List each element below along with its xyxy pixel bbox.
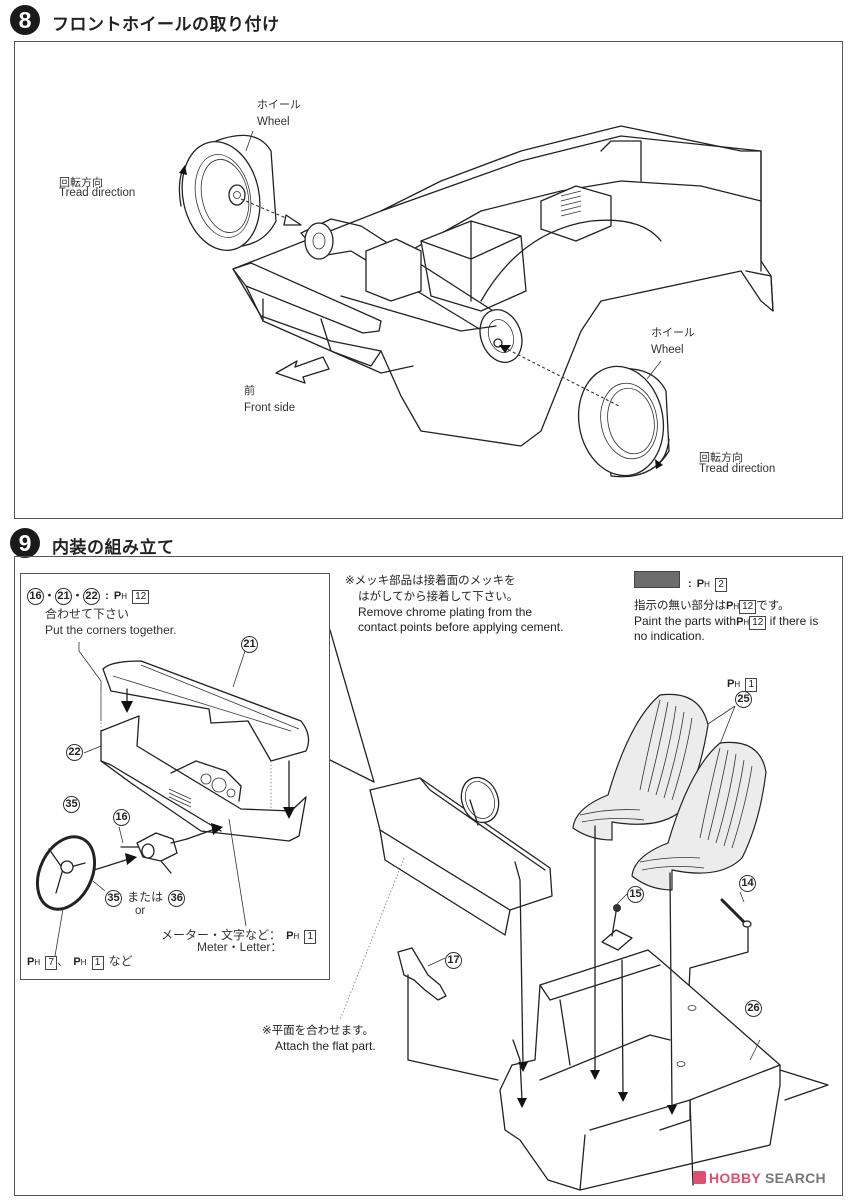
hobby-search-watermark: HOBBY SEARCH	[693, 1170, 826, 1186]
chrome-note-en-line1: Remove chrome plating from the	[358, 605, 533, 619]
paint-mark: PH	[27, 956, 41, 968]
separator: ・	[44, 590, 55, 602]
separator: ・	[72, 590, 83, 602]
wheel-paint-suffix: など	[108, 954, 133, 968]
seat-left	[572, 693, 709, 841]
step-8-badge: 8	[10, 5, 40, 35]
swatch-paint-spec: : PH 2	[688, 572, 727, 592]
step-9-frame	[14, 556, 843, 1196]
seats-paint-spec: PH 1	[727, 672, 758, 692]
part-number-15: 15	[627, 886, 644, 903]
part-number-35: 35	[105, 890, 122, 907]
paint-mark: PH	[113, 590, 127, 602]
tread-right-label-jp: 回転方向	[699, 451, 743, 464]
part-number-21-callout: 21	[241, 636, 258, 653]
wheel-left-label-en: Wheel	[257, 116, 290, 128]
tread-right-label-en: Tread direction	[699, 463, 776, 475]
front-wheel-assembly-drawing	[178, 125, 774, 478]
part-number-21: 21	[55, 588, 72, 605]
legend-default-en-pre: Paint the parts with	[634, 614, 737, 628]
legend-default-jp-post: です。	[756, 598, 790, 612]
paint-number-box: 12	[739, 600, 757, 614]
meter-label-en: Meter・Letter：	[197, 940, 283, 954]
paint-number-box: 1	[91, 956, 104, 970]
front-label-en: Front side	[244, 402, 296, 414]
tread-left-label-en: Tread direction	[59, 187, 136, 199]
paint-number-box: 7	[45, 956, 58, 970]
step-8-frame: ホイール Wheel 回転方向 Tread direction 前 Front …	[14, 41, 843, 519]
legend-default-en-post: if there is	[769, 614, 819, 628]
paint-mark: PH	[736, 616, 750, 628]
seat-right	[631, 741, 767, 891]
chrome-note-jp-line2: はがしてから接着して下さい。	[358, 589, 519, 603]
part-number-16: 16	[27, 588, 44, 605]
paint-number-box: 12	[132, 590, 150, 604]
paint-number-box: 1	[745, 678, 758, 692]
chrome-note-en-line2: contact points before applying cement.	[358, 620, 564, 634]
wheel-choice-or-jp: または	[127, 890, 164, 904]
paint-mark: PH	[726, 600, 740, 612]
legend-default-en-line2: no indication.	[634, 629, 705, 643]
part-number-14: 14	[739, 875, 756, 892]
corners-note-jp: 合わせて下さい	[45, 607, 130, 621]
meter-label-jp: メーター・文字など：	[161, 928, 282, 942]
tread-left-label-jp: 回転方向	[59, 176, 103, 189]
step-9-badge: 9	[10, 528, 40, 558]
dashboard-detail-drawing	[35, 642, 310, 957]
paint-number-box: 12	[749, 616, 767, 630]
hobby-search-logo-icon	[693, 1171, 706, 1184]
paint-number-box: 1	[304, 930, 317, 944]
paint-mark: PH	[73, 956, 87, 968]
part-number-36: 36	[168, 890, 186, 907]
flat-note-jp: ※平面を合わせます。	[262, 1023, 374, 1037]
part-number-25: 25	[735, 691, 752, 708]
wheel-choice-callout: 35 または 36	[105, 886, 186, 907]
wheel-left-label-jp: ホイール	[257, 98, 301, 111]
watermark-brand2: SEARCH	[765, 1170, 826, 1186]
paint-mark: PH	[727, 678, 741, 690]
flat-note-en: Attach the flat part.	[275, 1039, 376, 1053]
corners-note-en: Put the corners together.	[45, 623, 177, 637]
dashboard-detail-inset: 16・21・22 : PH 12 合わせて下さい Put the corners…	[20, 573, 330, 980]
separator: 、	[57, 955, 69, 968]
part-number-22: 22	[83, 588, 100, 605]
paint-color-swatch	[634, 571, 680, 588]
front-label-jp: 前	[244, 384, 255, 397]
colon: :	[688, 578, 692, 590]
meter-paint-callout: メーター・文字など： PH 1	[161, 924, 317, 944]
part-number-35-callout: 35	[63, 796, 80, 813]
paint-mark: PH	[696, 578, 710, 590]
wheel-right-label-en: Wheel	[651, 344, 684, 356]
step-9-title: 内装の組み立て	[52, 538, 175, 558]
wheel-right-label-jp: ホイール	[651, 326, 695, 339]
part-number-26: 26	[745, 1000, 762, 1017]
inset-paint-spec: 16・21・22 : PH 12	[27, 584, 150, 605]
part-number-17: 17	[445, 952, 462, 969]
legend-default-jp-pre: 指示の無い部分は	[634, 598, 726, 612]
part-number-16-callout: 16	[113, 809, 130, 826]
part-number-22-callout: 22	[66, 744, 83, 761]
chrome-note-jp-line1: ※メッキ部品は接着面のメッキを	[345, 573, 516, 587]
wheel-choice-or-en: or	[135, 905, 146, 917]
watermark-brand1: HOBBY	[709, 1170, 761, 1186]
step-8-title: フロントホイールの取り付け	[52, 15, 280, 35]
wheel-paint-callout: PH 7、 PH 1 など	[27, 950, 133, 970]
paint-mark: PH	[286, 930, 300, 942]
colon: :	[105, 590, 109, 602]
paint-number-box: 2	[714, 578, 727, 592]
